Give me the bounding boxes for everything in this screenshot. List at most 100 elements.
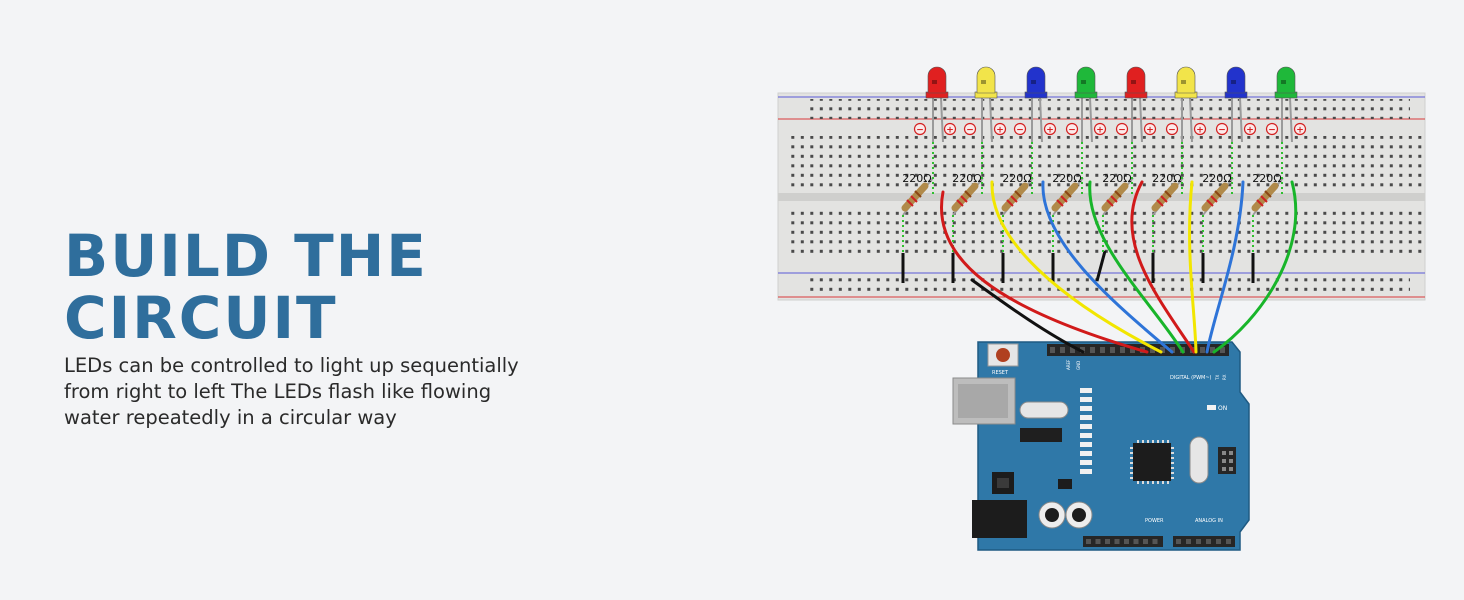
rail-minus-marker: [963, 122, 977, 136]
mcu-leg: [1137, 440, 1139, 443]
mcu-leg: [1171, 467, 1174, 469]
rail-plus-marker: [1093, 122, 1107, 136]
rail-minus-label: −: [1016, 126, 1024, 136]
resistor-5: 220Ω: [1101, 172, 1134, 255]
rail-minus-label: −: [1168, 126, 1176, 136]
gnd-label: GND: [1076, 361, 1081, 370]
reset-label: RESET: [992, 370, 1009, 376]
rail-plus-label: +: [1246, 126, 1254, 136]
led-dome: [927, 66, 947, 94]
mcu-leg: [1171, 452, 1174, 454]
led-leg: [1139, 97, 1143, 143]
mcu-leg: [1171, 447, 1174, 449]
mcu-leg: [1171, 477, 1174, 479]
resistor-body: [951, 182, 979, 212]
wire-9-green: [1212, 180, 1298, 354]
page-title: BUILD THE CIRCUIT: [64, 222, 428, 352]
header-pin: [1080, 460, 1092, 465]
header-pin: [1080, 424, 1092, 429]
rail-minus-label: −: [1268, 126, 1276, 136]
rail-minus-marker: [1065, 122, 1079, 136]
rail-minus-marker: [1215, 122, 1229, 136]
resistor-band: [1056, 199, 1064, 207]
aref-label: AREF: [1066, 359, 1071, 370]
resistor-label: 220Ω: [902, 172, 931, 185]
mcu-leg: [1130, 452, 1133, 454]
led-die: [1281, 80, 1286, 84]
description-line-3: water repeatedly in a circular way: [64, 406, 397, 429]
resistor-2: 220Ω: [951, 172, 984, 255]
header-pin: [1080, 415, 1092, 420]
header-pin: [1090, 347, 1095, 353]
header-pin: [1100, 347, 1105, 353]
header-pin: [1120, 347, 1125, 353]
resistor-band: [910, 195, 918, 203]
led-leg: [1239, 97, 1243, 143]
wire-5-green: [1088, 180, 1185, 354]
power-label: POWER: [1145, 518, 1164, 524]
leds: [925, 66, 1298, 195]
mcu-leg: [1130, 462, 1133, 464]
led-die: [981, 80, 986, 84]
led-dome: [976, 66, 996, 94]
resistor-body: [901, 182, 929, 212]
text-block: BUILD THE CIRCUIT LEDs can be controlled…: [64, 225, 704, 431]
resistor-band: [1156, 199, 1164, 207]
rail-plus-label: +: [1296, 126, 1304, 136]
header-pin: [1206, 539, 1211, 544]
rail-minus-label: −: [916, 126, 924, 136]
rail-plus-marker: [943, 122, 957, 136]
resistor-band: [1110, 195, 1118, 203]
led-dome: [1076, 66, 1096, 94]
wires: [940, 180, 1298, 354]
rail-plus-marker: [1193, 122, 1207, 136]
resistor-band: [914, 190, 922, 198]
led-dome: [1126, 66, 1146, 94]
resistor-band: [1256, 199, 1264, 207]
resistor-body: [1051, 182, 1079, 212]
header-pin: [1080, 451, 1092, 456]
resistor-band: [1014, 190, 1022, 198]
header-pin: [1095, 539, 1101, 544]
header-pin: [1176, 539, 1181, 544]
led-die: [1081, 80, 1086, 84]
wire-3-yellow: [990, 180, 1163, 354]
wire-7-yellow: [1188, 180, 1198, 354]
resistor-8: 220Ω: [1251, 172, 1284, 255]
wire-4-blue: [1041, 180, 1174, 354]
mcu-leg: [1142, 481, 1144, 484]
crystal: [1019, 401, 1069, 419]
rail-plus-marker: [1243, 122, 1257, 136]
header-pin: [1216, 539, 1221, 544]
header-pin: [1152, 539, 1158, 544]
led-leg: [940, 97, 944, 143]
resistor-label: 220Ω: [1002, 172, 1031, 185]
header-pin: [1080, 406, 1092, 411]
bottom-header-pins: [1086, 539, 1231, 544]
header-pin: [1124, 539, 1129, 544]
header-pin: [1143, 539, 1148, 544]
header-pin: [1080, 433, 1092, 438]
mcu-legs: [1130, 440, 1174, 484]
led-die: [1131, 80, 1136, 84]
ground-jumper-8: [1095, 250, 1107, 282]
mcu-leg: [1147, 440, 1149, 443]
mcu-leg: [1130, 457, 1133, 459]
header-pin: [1086, 539, 1091, 544]
resistor-band: [1010, 195, 1018, 203]
resistor-body: [1101, 182, 1129, 212]
mcu-leg: [1162, 481, 1164, 484]
resistor-band: [1206, 199, 1214, 207]
wire-6-red: [1130, 180, 1196, 354]
oscillator: [1189, 436, 1209, 484]
rail-plus-label: +: [1196, 126, 1204, 136]
resistor-band: [964, 190, 972, 198]
led-leg: [1189, 97, 1193, 143]
header-pin: [1080, 469, 1092, 474]
mcu-leg: [1171, 472, 1174, 474]
rail-minus-label: −: [966, 126, 974, 136]
resistor-label: 220Ω: [1202, 172, 1231, 185]
led-leg: [1089, 97, 1093, 143]
led-dome: [1176, 66, 1196, 94]
mcu-leg: [1137, 481, 1139, 484]
